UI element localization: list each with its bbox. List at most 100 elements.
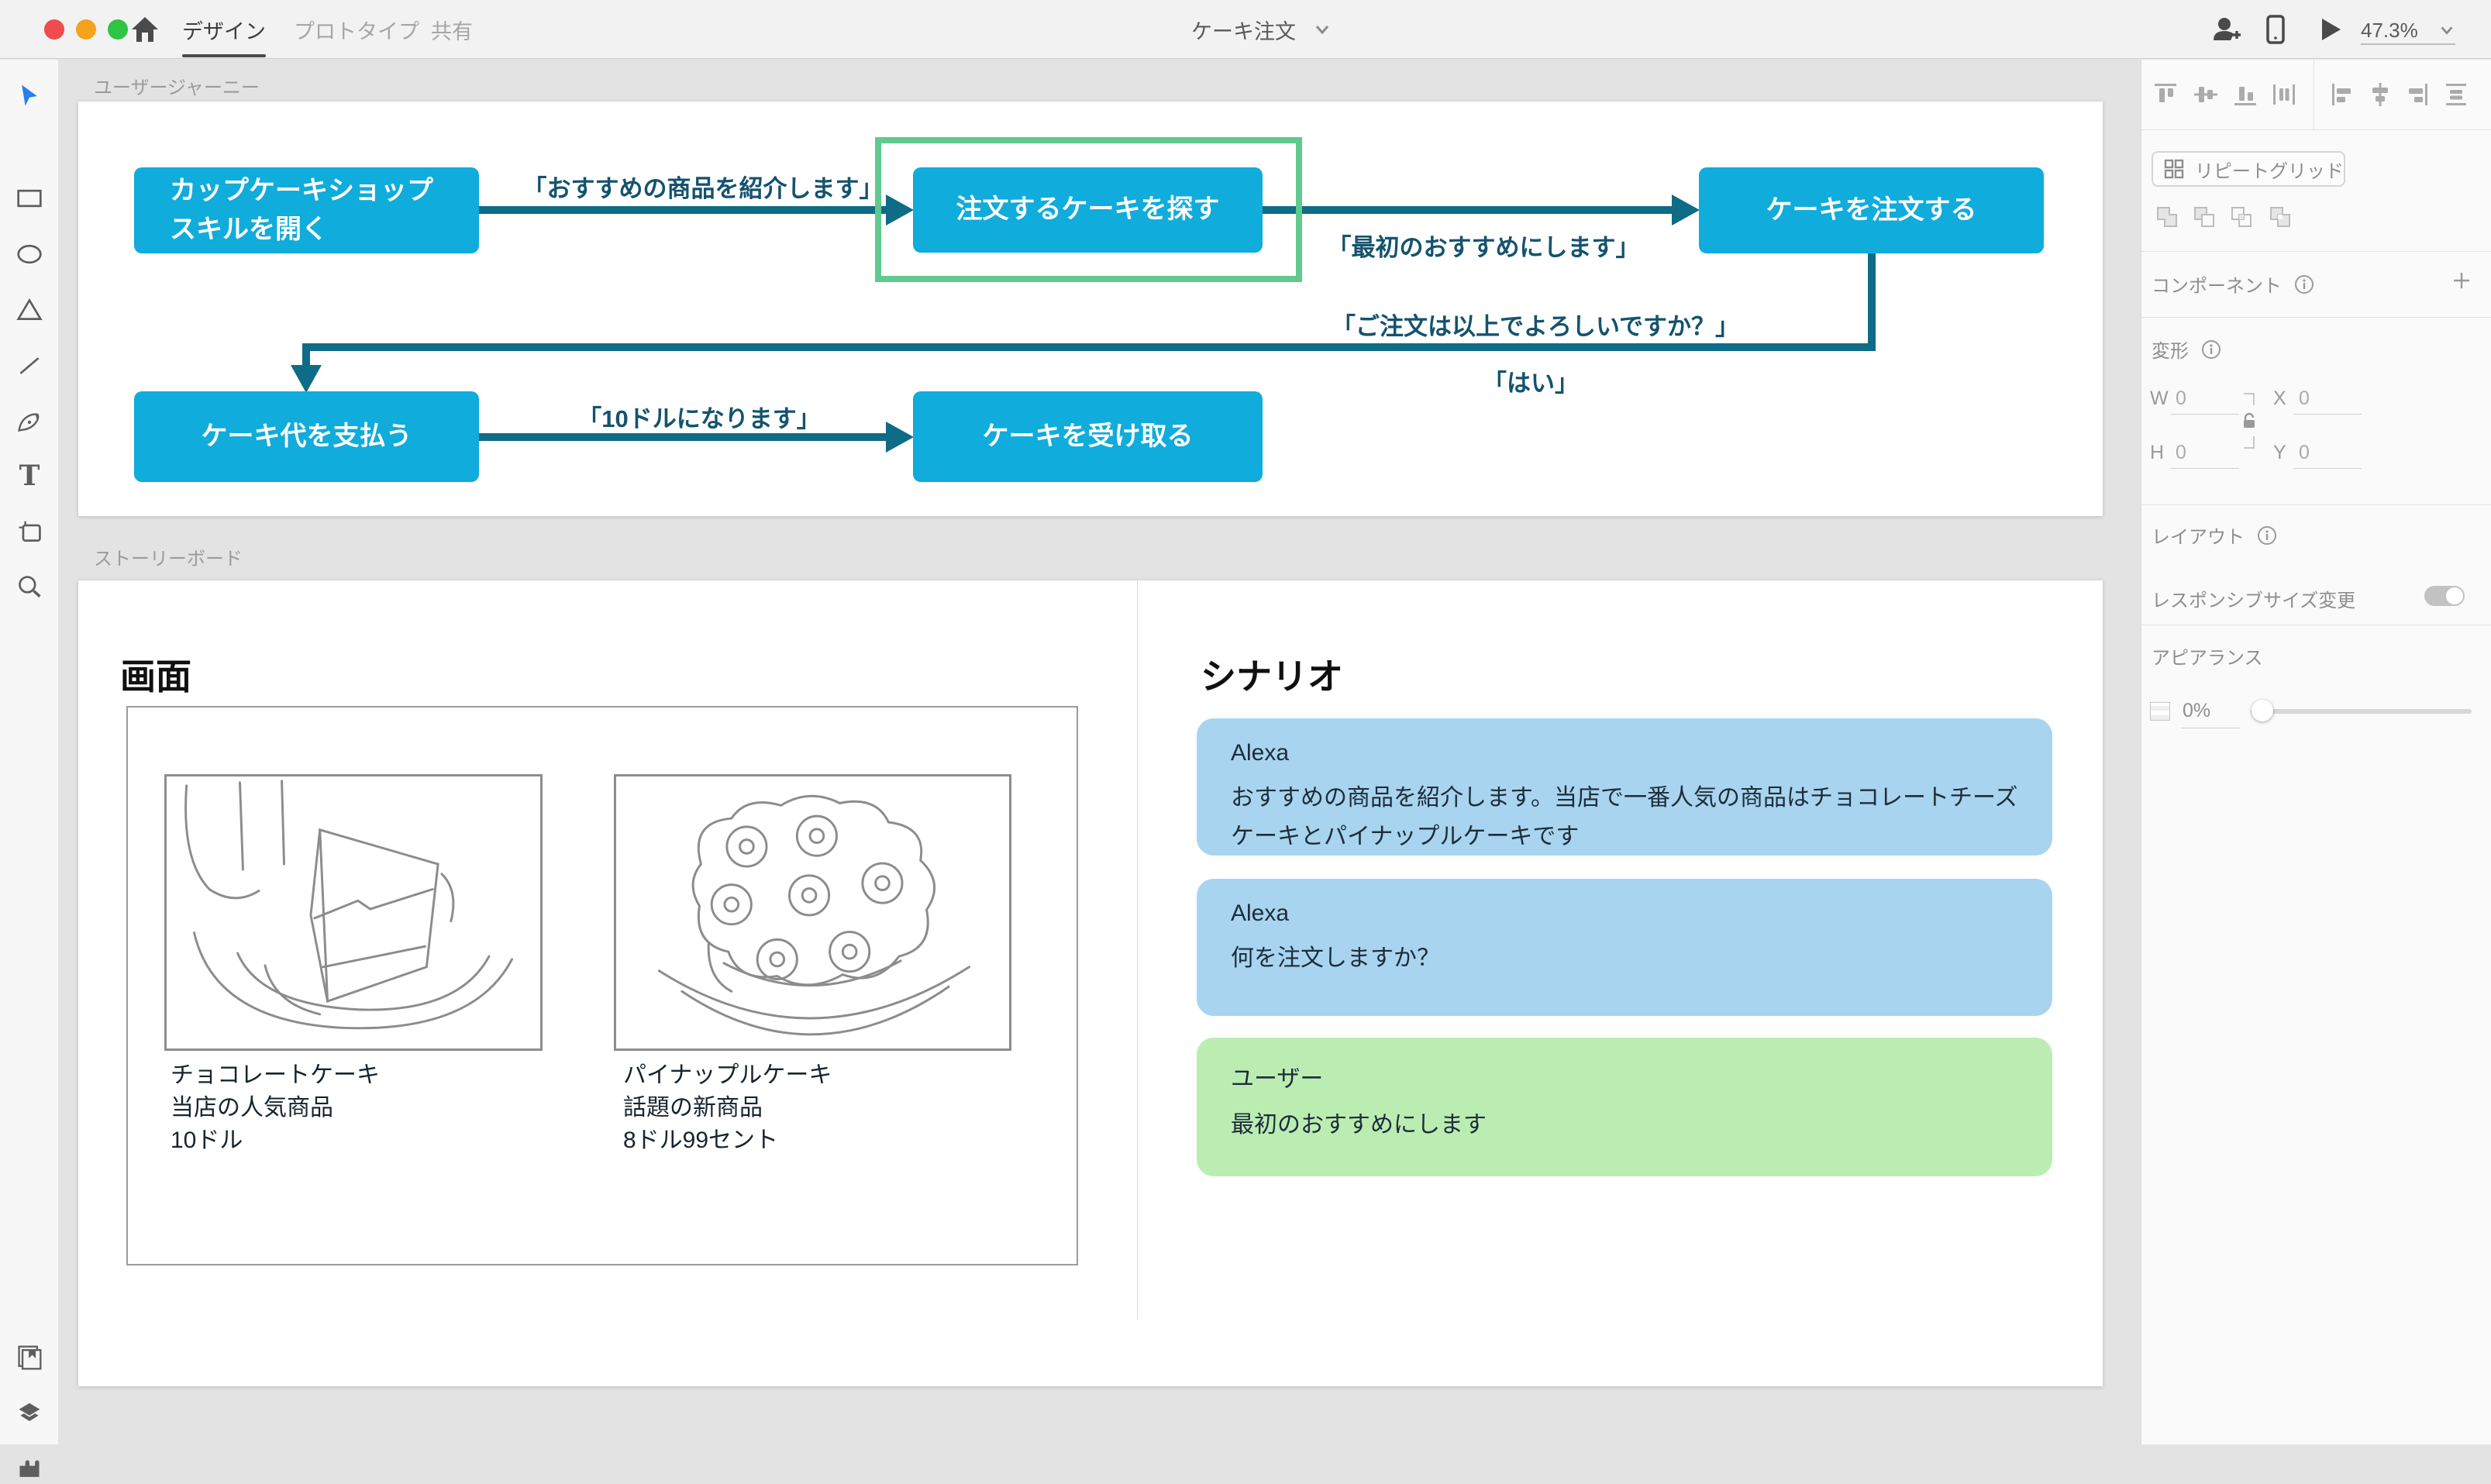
line-tool-icon[interactable] xyxy=(15,351,44,380)
distribute-vertical-icon[interactable] xyxy=(2443,81,2469,108)
artboard-label-user-journey[interactable]: ユーザージャーニー xyxy=(94,77,260,98)
align-center-horizontal-icon[interactable] xyxy=(2367,81,2393,108)
flow-quote-recommend[interactable]: 「おすすめの商品を紹介します」 xyxy=(522,175,884,202)
product-desc: 当店の人気商品 xyxy=(171,1095,333,1121)
bubble-speaker: Alexa xyxy=(1231,740,1290,766)
tab-prototype[interactable]: プロトタイプ xyxy=(294,19,419,43)
tools-sidebar: T xyxy=(0,60,59,1477)
intersect-icon[interactable] xyxy=(2230,205,2253,229)
artboard-user-journey[interactable]: カップケーキショップスキルを開く 注文するケーキを探す ケーキを注文する ケーキ… xyxy=(78,102,2103,516)
info-icon[interactable] xyxy=(2294,274,2314,294)
artboard-storyboard[interactable]: 画面 xyxy=(78,580,2103,1386)
exclude-overlap-icon[interactable] xyxy=(2269,205,2292,229)
flow-quote-yes[interactable]: 「はい」 xyxy=(1483,370,1579,397)
bubble-speaker: ユーザー xyxy=(1231,1066,1324,1092)
subtract-icon[interactable] xyxy=(2193,205,2216,229)
field-underline xyxy=(2293,468,2362,469)
window-zoom-button[interactable] xyxy=(108,19,128,40)
plugins-panel-icon[interactable] xyxy=(15,1455,44,1484)
flow-quote-confirm-order[interactable]: 「ご注文は以上でよろしいですか？」 xyxy=(1331,313,1740,340)
panel-divider xyxy=(2141,317,2491,318)
link-bracket xyxy=(2244,393,2255,405)
document-title[interactable]: ケーキ注文 xyxy=(1191,0,1332,59)
align-right-icon[interactable] xyxy=(2403,81,2430,108)
artboard-label-storyboard[interactable]: ストーリーボード xyxy=(94,549,243,570)
play-icon[interactable] xyxy=(2314,14,2345,45)
layout-section-header: レイアウト xyxy=(2152,522,2277,549)
opacity-slider-track[interactable] xyxy=(2251,709,2472,714)
artboard-tool-icon[interactable] xyxy=(15,517,44,546)
bubble-text: 何を注文しますか？ xyxy=(1231,945,1440,971)
product-desc: 話題の新商品 xyxy=(623,1095,763,1121)
screen-heading[interactable]: 画面 xyxy=(120,656,191,697)
device-preview-icon[interactable] xyxy=(2260,14,2291,45)
assets-panel-icon[interactable] xyxy=(15,1343,44,1372)
align-left-icon[interactable] xyxy=(2330,81,2356,108)
ellipse-tool-icon[interactable] xyxy=(15,239,44,269)
rectangle-tool-icon[interactable] xyxy=(15,184,44,213)
scenario-bubble-user[interactable]: ユーザー 最初のおすすめにします xyxy=(1197,1038,2052,1176)
zoom-tool-icon[interactable] xyxy=(15,573,44,602)
scenario-heading[interactable]: シナリオ xyxy=(1201,656,1343,697)
polygon-tool-icon[interactable] xyxy=(15,295,44,325)
opacity-slider-knob[interactable] xyxy=(2252,700,2273,721)
y-field-label: Y xyxy=(2273,442,2286,463)
add-component-button[interactable] xyxy=(2451,270,2472,291)
pineapple-cake-sketch-image[interactable] xyxy=(614,774,1011,1051)
flow-quote-ten-dollars[interactable]: 「10ドルになります」 xyxy=(577,405,821,432)
cheesecake-sketch-drawing xyxy=(184,780,513,1030)
flow-step-order-cake[interactable]: ケーキを注文する xyxy=(1699,167,2044,253)
opacity-value-field[interactable]: 0% xyxy=(2183,700,2211,721)
flow-step-open-skill[interactable]: カップケーキショップスキルを開く xyxy=(134,167,479,253)
align-top-icon[interactable] xyxy=(2152,81,2179,108)
home-icon[interactable] xyxy=(129,14,160,45)
flow-step-find-cake[interactable]: 注文するケーキを探す xyxy=(913,167,1263,253)
x-field[interactable]: 0 xyxy=(2299,387,2310,409)
title-bar: デザイン プロトタイプ 共有 ケーキ注文 47.3% xyxy=(0,0,2491,59)
opacity-checker-icon xyxy=(2150,702,2170,721)
distribute-horizontal-icon[interactable] xyxy=(2271,81,2297,108)
responsive-resize-toggle[interactable] xyxy=(2424,586,2465,606)
info-icon[interactable] xyxy=(2257,525,2277,546)
text-tool-icon[interactable]: T xyxy=(19,460,40,492)
link-bracket xyxy=(2244,436,2255,449)
chevron-down-icon xyxy=(2441,26,2453,35)
bubble-speaker: Alexa xyxy=(1231,900,1290,926)
flow-connectors xyxy=(291,195,1876,453)
zoom-level-value: 47.3% xyxy=(2361,18,2418,42)
flow-step-receive-cake[interactable]: ケーキを受け取る xyxy=(913,391,1263,482)
flow-quote-first-recommend[interactable]: 「最初のおすすめにします」 xyxy=(1327,234,1640,261)
zoom-level-control[interactable]: 47.3% xyxy=(2361,17,2455,45)
chevron-down-icon xyxy=(1315,26,1329,35)
pen-tool-icon[interactable] xyxy=(15,407,44,436)
lock-aspect-icon[interactable] xyxy=(2242,412,2256,429)
tab-share[interactable]: 共有 xyxy=(431,19,473,43)
scenario-bubble-alexa-2[interactable]: Alexa 何を注文しますか？ xyxy=(1197,879,2052,1016)
invite-user-icon[interactable] xyxy=(2210,14,2241,45)
x-field-label: X xyxy=(2273,387,2286,409)
union-icon[interactable] xyxy=(2155,205,2179,229)
window-minimize-button[interactable] xyxy=(76,19,96,40)
layers-panel-icon[interactable] xyxy=(15,1399,44,1428)
align-middle-vertical-icon[interactable] xyxy=(2193,81,2219,108)
repeat-grid-button[interactable]: リピートグリッド xyxy=(2152,151,2345,187)
height-field[interactable]: 0 xyxy=(2176,442,2186,463)
components-section-header: コンポーネント xyxy=(2152,270,2314,298)
tab-design[interactable]: デザイン xyxy=(182,19,266,43)
pineapple-cake-sketch-drawing xyxy=(657,794,971,1036)
window-close-button[interactable] xyxy=(44,19,64,40)
design-canvas[interactable]: ユーザージャーニー カップケーキショップスキルを開く 注文するケーキを探す ケー… xyxy=(60,60,2141,1444)
flow-step-pay[interactable]: ケーキ代を支払う xyxy=(134,391,479,482)
width-field[interactable]: 0 xyxy=(2176,387,2186,409)
product-chocolate-cake[interactable]: チョコレートケーキ 当店の人気商品 10ドル xyxy=(171,1059,380,1157)
panel-divider xyxy=(2141,251,2491,252)
height-field-label: H xyxy=(2150,442,2165,463)
select-tool-icon[interactable] xyxy=(15,81,44,111)
panel-divider xyxy=(2141,504,2491,505)
align-bottom-icon[interactable] xyxy=(2232,81,2258,108)
y-field[interactable]: 0 xyxy=(2299,442,2310,463)
product-pineapple-cake[interactable]: パイナップルケーキ 話題の新商品 8ドル99セント xyxy=(623,1059,832,1157)
scenario-bubble-alexa-1[interactable]: Alexa おすすめの商品を紹介します。当店で一番人気の商品はチョコレートチーズ… xyxy=(1197,718,2052,856)
info-icon[interactable] xyxy=(2201,339,2221,360)
cheesecake-sketch-image[interactable] xyxy=(164,774,543,1051)
